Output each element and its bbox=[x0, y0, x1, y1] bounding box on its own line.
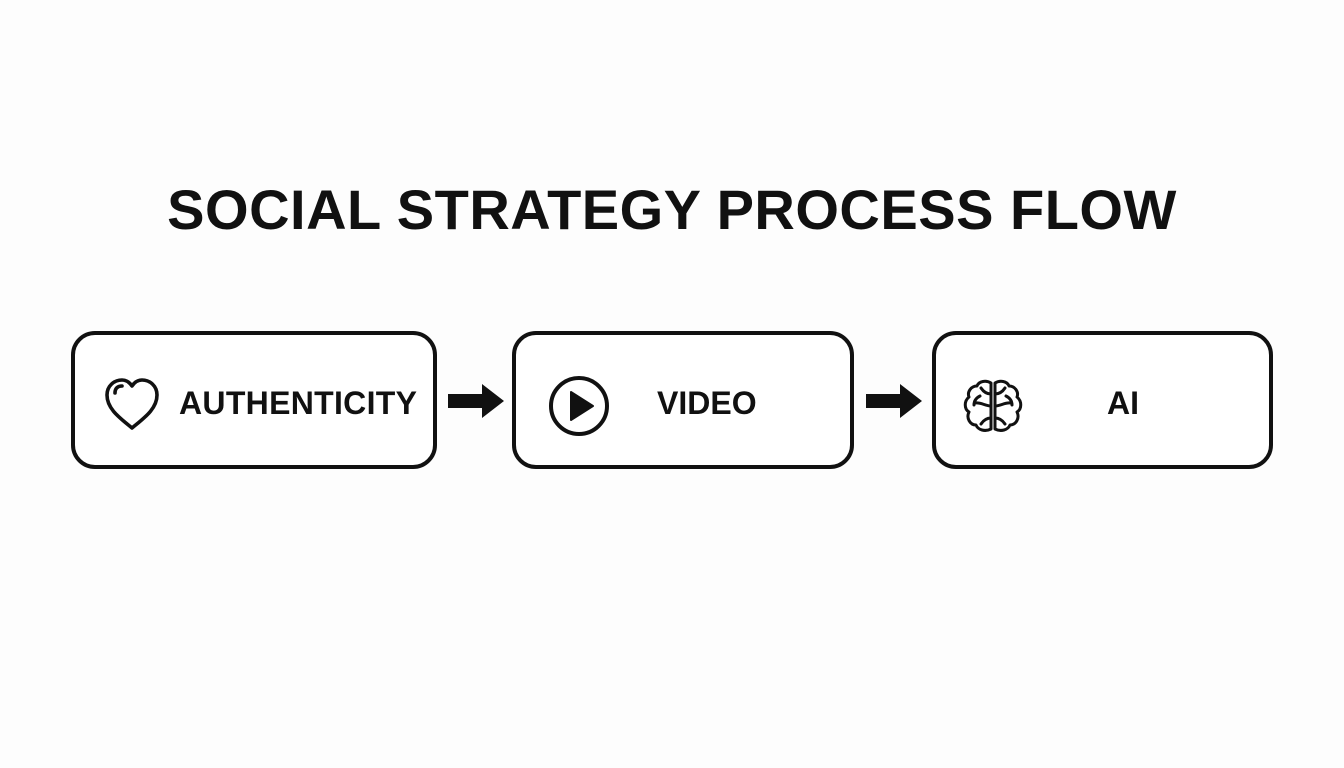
step-ai: AI bbox=[932, 331, 1273, 469]
step-label: AUTHENTICITY bbox=[179, 385, 418, 421]
step-video: VIDEO bbox=[512, 331, 854, 469]
step-authenticity: AUTHENTICITY bbox=[71, 331, 437, 469]
heart-icon bbox=[105, 378, 159, 430]
play-icon bbox=[549, 376, 609, 436]
page-title: SOCIAL STRATEGY PROCESS FLOW bbox=[167, 178, 1177, 241]
step-label: AI bbox=[1107, 385, 1139, 421]
step-label: VIDEO bbox=[657, 385, 757, 421]
arrow-right-icon bbox=[448, 384, 504, 418]
arrow-right-icon bbox=[866, 384, 922, 418]
brain-icon bbox=[963, 379, 1023, 432]
